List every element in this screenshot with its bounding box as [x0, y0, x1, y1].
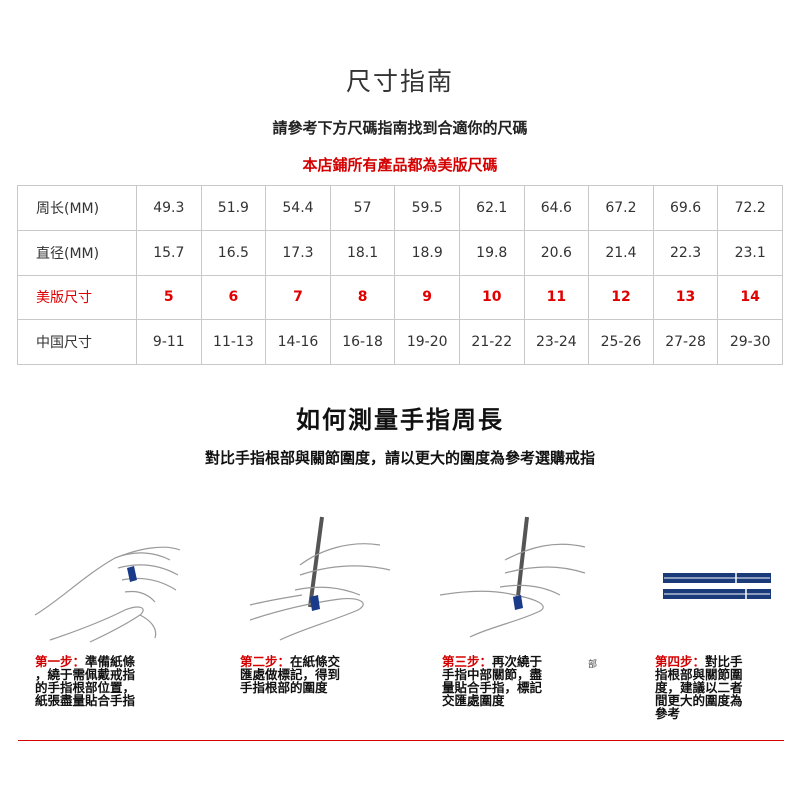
- table-cell: 15.7: [136, 229, 202, 276]
- table-cell: 23.1: [717, 229, 783, 276]
- step-4-line: 度，建議以二者: [655, 680, 743, 695]
- table-cell: 14-16: [265, 319, 331, 365]
- step-2-text: 第二步：在紙條交 匯處做標記，得到 手指根部的圍度: [240, 655, 385, 694]
- measure-description: 對比手指根部與關節圍度，請以更大的圍度為參考選購戒指: [204, 449, 595, 467]
- table-cell: 29-30: [717, 319, 783, 365]
- step4-paper-strips-illustration: [663, 573, 771, 599]
- table-cell: 49.3: [136, 185, 202, 231]
- table-cell: 14: [717, 274, 783, 321]
- step-4-text: 第四步：對比手 指根部與關節圍 度，建議以二者 間更大的圍度為 參考: [655, 655, 780, 720]
- step-3-line: 量貼合手指，標記: [442, 680, 543, 695]
- table-row-cn-size: 中国尺寸 9-11 11-13 14-16 16-18 19-20 21-22 …: [17, 319, 783, 365]
- row-label: 直径(MM): [17, 229, 137, 276]
- step-4-line: 指根部與關節圍: [655, 667, 743, 682]
- paper-strip: [513, 595, 523, 610]
- step-4-line: 參考: [655, 706, 681, 721]
- step1-hand-illustration: [34, 546, 181, 643]
- table-cell: 13: [652, 274, 719, 321]
- table-cell: 10: [458, 274, 525, 321]
- table-cell: 19.8: [458, 229, 525, 276]
- table-cell: 18.1: [329, 229, 396, 276]
- table-row-circumference: 周长(MM) 49.3 51.9 54.4 57 59.5 62.1 64.6 …: [17, 185, 783, 231]
- table-cell: 20.6: [523, 229, 590, 276]
- page-title: 尺寸指南: [345, 67, 454, 96]
- table-cell: 8: [329, 274, 396, 321]
- step-1-text: 第一步：準備紙條 ，繞于需佩戴戒指 的手指根部位置， 紙張盡量貼合手指: [35, 655, 180, 707]
- table-cell: 12: [588, 274, 654, 321]
- table-cell: 27-28: [652, 319, 719, 365]
- table-cell: 64.6: [523, 185, 590, 231]
- size-table: 周长(MM) 49.3 51.9 54.4 57 59.5 62.1 64.6 …: [17, 185, 783, 365]
- table-cell: 9-11: [136, 319, 202, 365]
- step2-pen-hand-illustration: [249, 516, 391, 641]
- table-cell: 72.2: [717, 185, 783, 231]
- table-cell: 54.4: [265, 185, 331, 231]
- paper-strip: [310, 595, 320, 611]
- step-2-label: 第二步：: [240, 654, 291, 669]
- row-label: 美版尺寸: [17, 274, 137, 321]
- step-1-line: 紙張盡量貼合手指: [35, 693, 136, 708]
- table-cell: 18.9: [394, 229, 460, 276]
- table-cell: 69.6: [652, 185, 719, 231]
- table-cell: 11: [523, 274, 590, 321]
- step-3-line: 手指中部關節，盡: [442, 667, 543, 682]
- step-4-line: 對比手: [705, 654, 743, 669]
- table-cell: 23-24: [523, 319, 590, 365]
- table-row-us-size: 美版尺寸 5 6 7 8 9 10 11 12 13 14: [17, 274, 783, 321]
- table-cell: 57: [329, 185, 396, 231]
- step-3-line: 交匯處圍度: [442, 693, 505, 708]
- step3-pen-hand-illustration: [439, 516, 586, 638]
- table-cell: 9: [394, 274, 460, 321]
- table-cell: 11-13: [200, 319, 267, 365]
- table-cell: 16-18: [329, 319, 396, 365]
- step-1-line: ，繞于需佩戴戒指: [35, 667, 136, 682]
- table-cell: 62.1: [458, 185, 525, 231]
- step-3-text: 第三步：再次繞于 手指中部關節，盡 量貼合手指，標記 交匯處圍度: [442, 655, 587, 707]
- table-cell: 51.9: [200, 185, 267, 231]
- table-cell: 17.3: [265, 229, 331, 276]
- us-size-note: 本店鋪所有產品都為美版尺碼: [302, 156, 498, 174]
- step-4-label: 第四步：: [655, 654, 706, 669]
- table-cell: 25-26: [588, 319, 654, 365]
- table-row-diameter: 直径(MM) 15.7 16.5 17.3 18.1 18.9 19.8 20.…: [17, 229, 783, 276]
- step-3-line: 再次繞于: [492, 654, 543, 669]
- table-cell: 21-22: [458, 319, 525, 365]
- table-cell: 5: [136, 274, 202, 321]
- step-2-line: 在紙條交: [290, 654, 341, 669]
- table-cell: 16.5: [200, 229, 267, 276]
- step-3-label: 第三步：: [442, 654, 493, 669]
- table-cell: 21.4: [588, 229, 654, 276]
- table-cell: 59.5: [394, 185, 460, 231]
- table-cell: 6: [200, 274, 267, 321]
- table-cell: 7: [265, 274, 331, 321]
- step-4-line: 間更大的圍度為: [655, 693, 743, 708]
- paper-strip: [127, 566, 137, 582]
- step-2-line: 匯處做標記，得到: [240, 667, 341, 682]
- step-1-line: 準備紙條: [85, 654, 136, 669]
- step-1-label: 第一步：: [35, 654, 86, 669]
- table-cell: 19-20: [394, 319, 460, 365]
- table-cell: 22.3: [652, 229, 719, 276]
- step-2-line: 手指根部的圍度: [240, 680, 328, 695]
- table-cell: 67.2: [588, 185, 654, 231]
- measure-heading: 如何測量手指周長: [296, 406, 504, 434]
- page-subtitle: 請參考下方尺碼指南找到合適你的尺碼: [272, 119, 528, 137]
- bottom-divider: [18, 740, 784, 741]
- row-label: 周长(MM): [17, 185, 137, 231]
- row-label: 中国尺寸: [17, 319, 137, 365]
- step-1-line: 的手指根部位置，: [35, 680, 136, 695]
- stray-character: 部: [588, 660, 598, 670]
